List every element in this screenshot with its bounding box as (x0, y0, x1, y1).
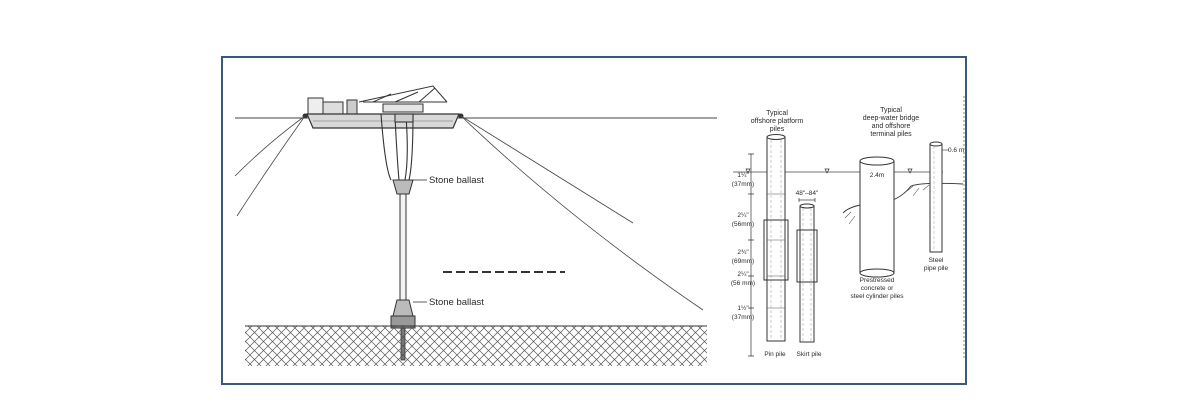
steel-pipe-pile (929, 141, 943, 253)
dim-thickness-2-mm: (56mm) (732, 221, 754, 228)
heading-platform-line1: Typical (766, 110, 788, 117)
caption-steel-line1: Steel (929, 257, 944, 264)
caption-prestressed-line3: steel cylinder piles (850, 293, 904, 300)
dim-thickness-3-mm: (69mm) (732, 258, 754, 265)
dim-steel-width: 0.6 m (948, 147, 964, 154)
figure-frame: Stone ballast Stone ballast Typical offs… (221, 56, 967, 385)
caption-skirt-pile: Skirt pile (797, 351, 822, 358)
left-figure: Stone ballast Stone ballast (234, 85, 717, 366)
heading-offshore-platform: Typical offshore platform piles (751, 110, 804, 133)
caption-pin-pile: Pin pile (764, 351, 786, 358)
heading-terminal-line1: Typical (880, 107, 902, 114)
right-figure: Typical offshore platform piles Typical … (731, 107, 964, 358)
dim-thickness-1-mm: (37mm) (732, 181, 754, 188)
cylinder-pile (859, 156, 895, 278)
lower-stone-ballast (392, 299, 414, 317)
dim-thickness-1-in: 1¼" (737, 172, 749, 179)
heading-terminal-piles: Typical deep-water bridge and offshore t… (863, 107, 920, 138)
heading-platform-line3: piles (770, 126, 785, 133)
dim-thickness-2-in: 2¼" (737, 212, 749, 219)
deck-equipment (307, 85, 448, 115)
pin-pile (766, 134, 786, 342)
caption-prestressed-line2: concrete or (861, 285, 894, 292)
dim-thickness-3-in: 2¾" (737, 249, 749, 256)
riser-hoses (380, 113, 414, 181)
caption-prestressed-line1: Prestressed (860, 277, 895, 284)
mooring-lines (234, 115, 704, 311)
vertical-riser (399, 193, 407, 301)
seabed-soil (245, 326, 707, 366)
dim-cylinder-width: 2.4m (870, 172, 884, 179)
upper-stone-ballast (392, 179, 414, 195)
caption-steel-line2: pipe pile (924, 265, 949, 272)
heading-platform-line2: offshore platform (751, 118, 804, 125)
label-stone-ballast-upper: Stone ballast (429, 175, 484, 186)
wall-thickness-dimension-chain (748, 153, 754, 357)
label-stone-ballast-lower: Stone ballast (429, 297, 484, 308)
heading-terminal-line2: deep-water bridge (863, 115, 920, 122)
heading-terminal-line4: terminal piles (870, 131, 912, 138)
dim-thickness-4-in: 2¼" (737, 271, 749, 278)
dim-thickness-4-mm: (56 mm) (731, 280, 755, 287)
dim-skirt-width: 48"–84" (796, 190, 819, 197)
dim-thickness-5-in: 1½" (737, 304, 749, 312)
heading-terminal-line3: and offshore (872, 123, 911, 130)
diagram-canvas: Stone ballast Stone ballast Typical offs… (234, 85, 965, 366)
skirt-pile (796, 203, 818, 343)
pin-pile-sleeve (763, 219, 789, 281)
dim-thickness-5-mm: (37mm) (732, 314, 754, 321)
skirt-width-dimension (798, 198, 816, 202)
